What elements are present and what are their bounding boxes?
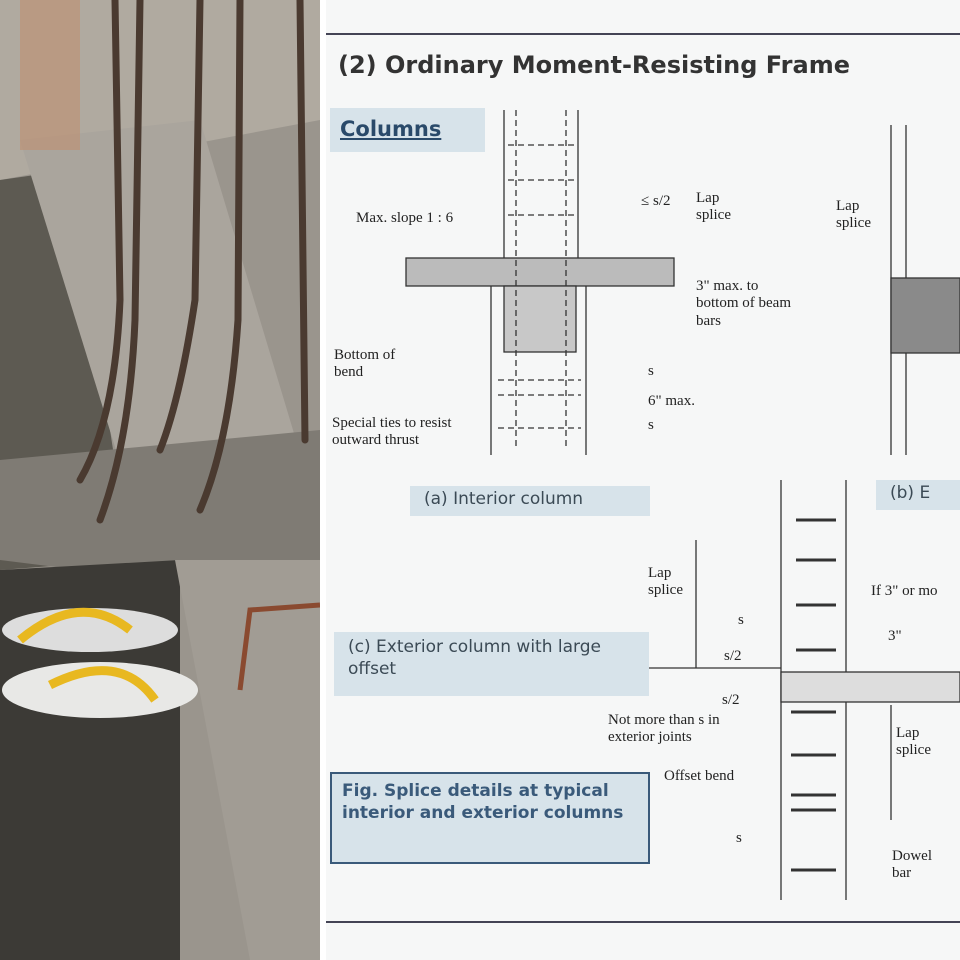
label-s2-c1: s/2 <box>724 648 742 664</box>
label-dowel-bar: Dowel bar <box>892 848 932 882</box>
label-max-slope: Max. slope 1 : 6 <box>356 210 454 226</box>
label-lap-splice-b: Lap splice <box>836 198 871 232</box>
label-lap-splice-a: Lap splice <box>696 190 731 224</box>
label-bottom-of-bend: Bottom of bend <box>334 347 396 381</box>
interior-column-drawing <box>405 110 675 455</box>
caption-c: (c) Exterior column with large offset <box>334 632 649 696</box>
caption-b: (b) E <box>876 480 960 510</box>
label-6in-max: 6" max. <box>648 393 695 409</box>
caption-a: (a) Interior column <box>410 486 650 516</box>
label-special-ties: Special ties to resist outward thrust <box>332 415 452 449</box>
label-s-bottom: s <box>648 417 654 433</box>
label-lap-splice-c: Lap splice <box>648 565 683 599</box>
splice-diagram <box>326 33 960 923</box>
label-s2-c2: s/2 <box>722 692 740 708</box>
label-s-d: s <box>736 830 742 846</box>
document-title: (2) Ordinary Moment-Resisting Frame <box>338 51 850 79</box>
rebar-site-illustration <box>0 0 320 960</box>
label-3in-max: 3" max. to bottom of beam bars <box>696 278 791 329</box>
label-not-more-than: Not more than s in exterior joints <box>608 712 720 746</box>
section-heading: Columns <box>330 108 485 152</box>
label-3in: 3" <box>888 628 902 644</box>
label-if-3in: If 3" or mo <box>871 583 938 599</box>
label-s-c: s <box>738 612 744 628</box>
sandals <box>2 607 198 718</box>
label-s-top: s <box>648 363 654 379</box>
label-le-s2: ≤ s/2 <box>641 193 671 209</box>
water-reflection <box>0 560 180 960</box>
exterior-column-drawing-b <box>890 125 960 455</box>
construction-photo <box>0 0 320 960</box>
label-lap-splice-d: Lap splice <box>896 725 931 759</box>
rebars <box>76 0 309 524</box>
label-offset-bend: Offset bend <box>664 768 735 784</box>
figure-caption: Fig. Splice details at typical interior … <box>330 772 650 864</box>
exterior-column-drawing-c <box>606 480 960 900</box>
document-scan: (2) Ordinary Moment-Resisting Frame Colu… <box>326 0 960 960</box>
